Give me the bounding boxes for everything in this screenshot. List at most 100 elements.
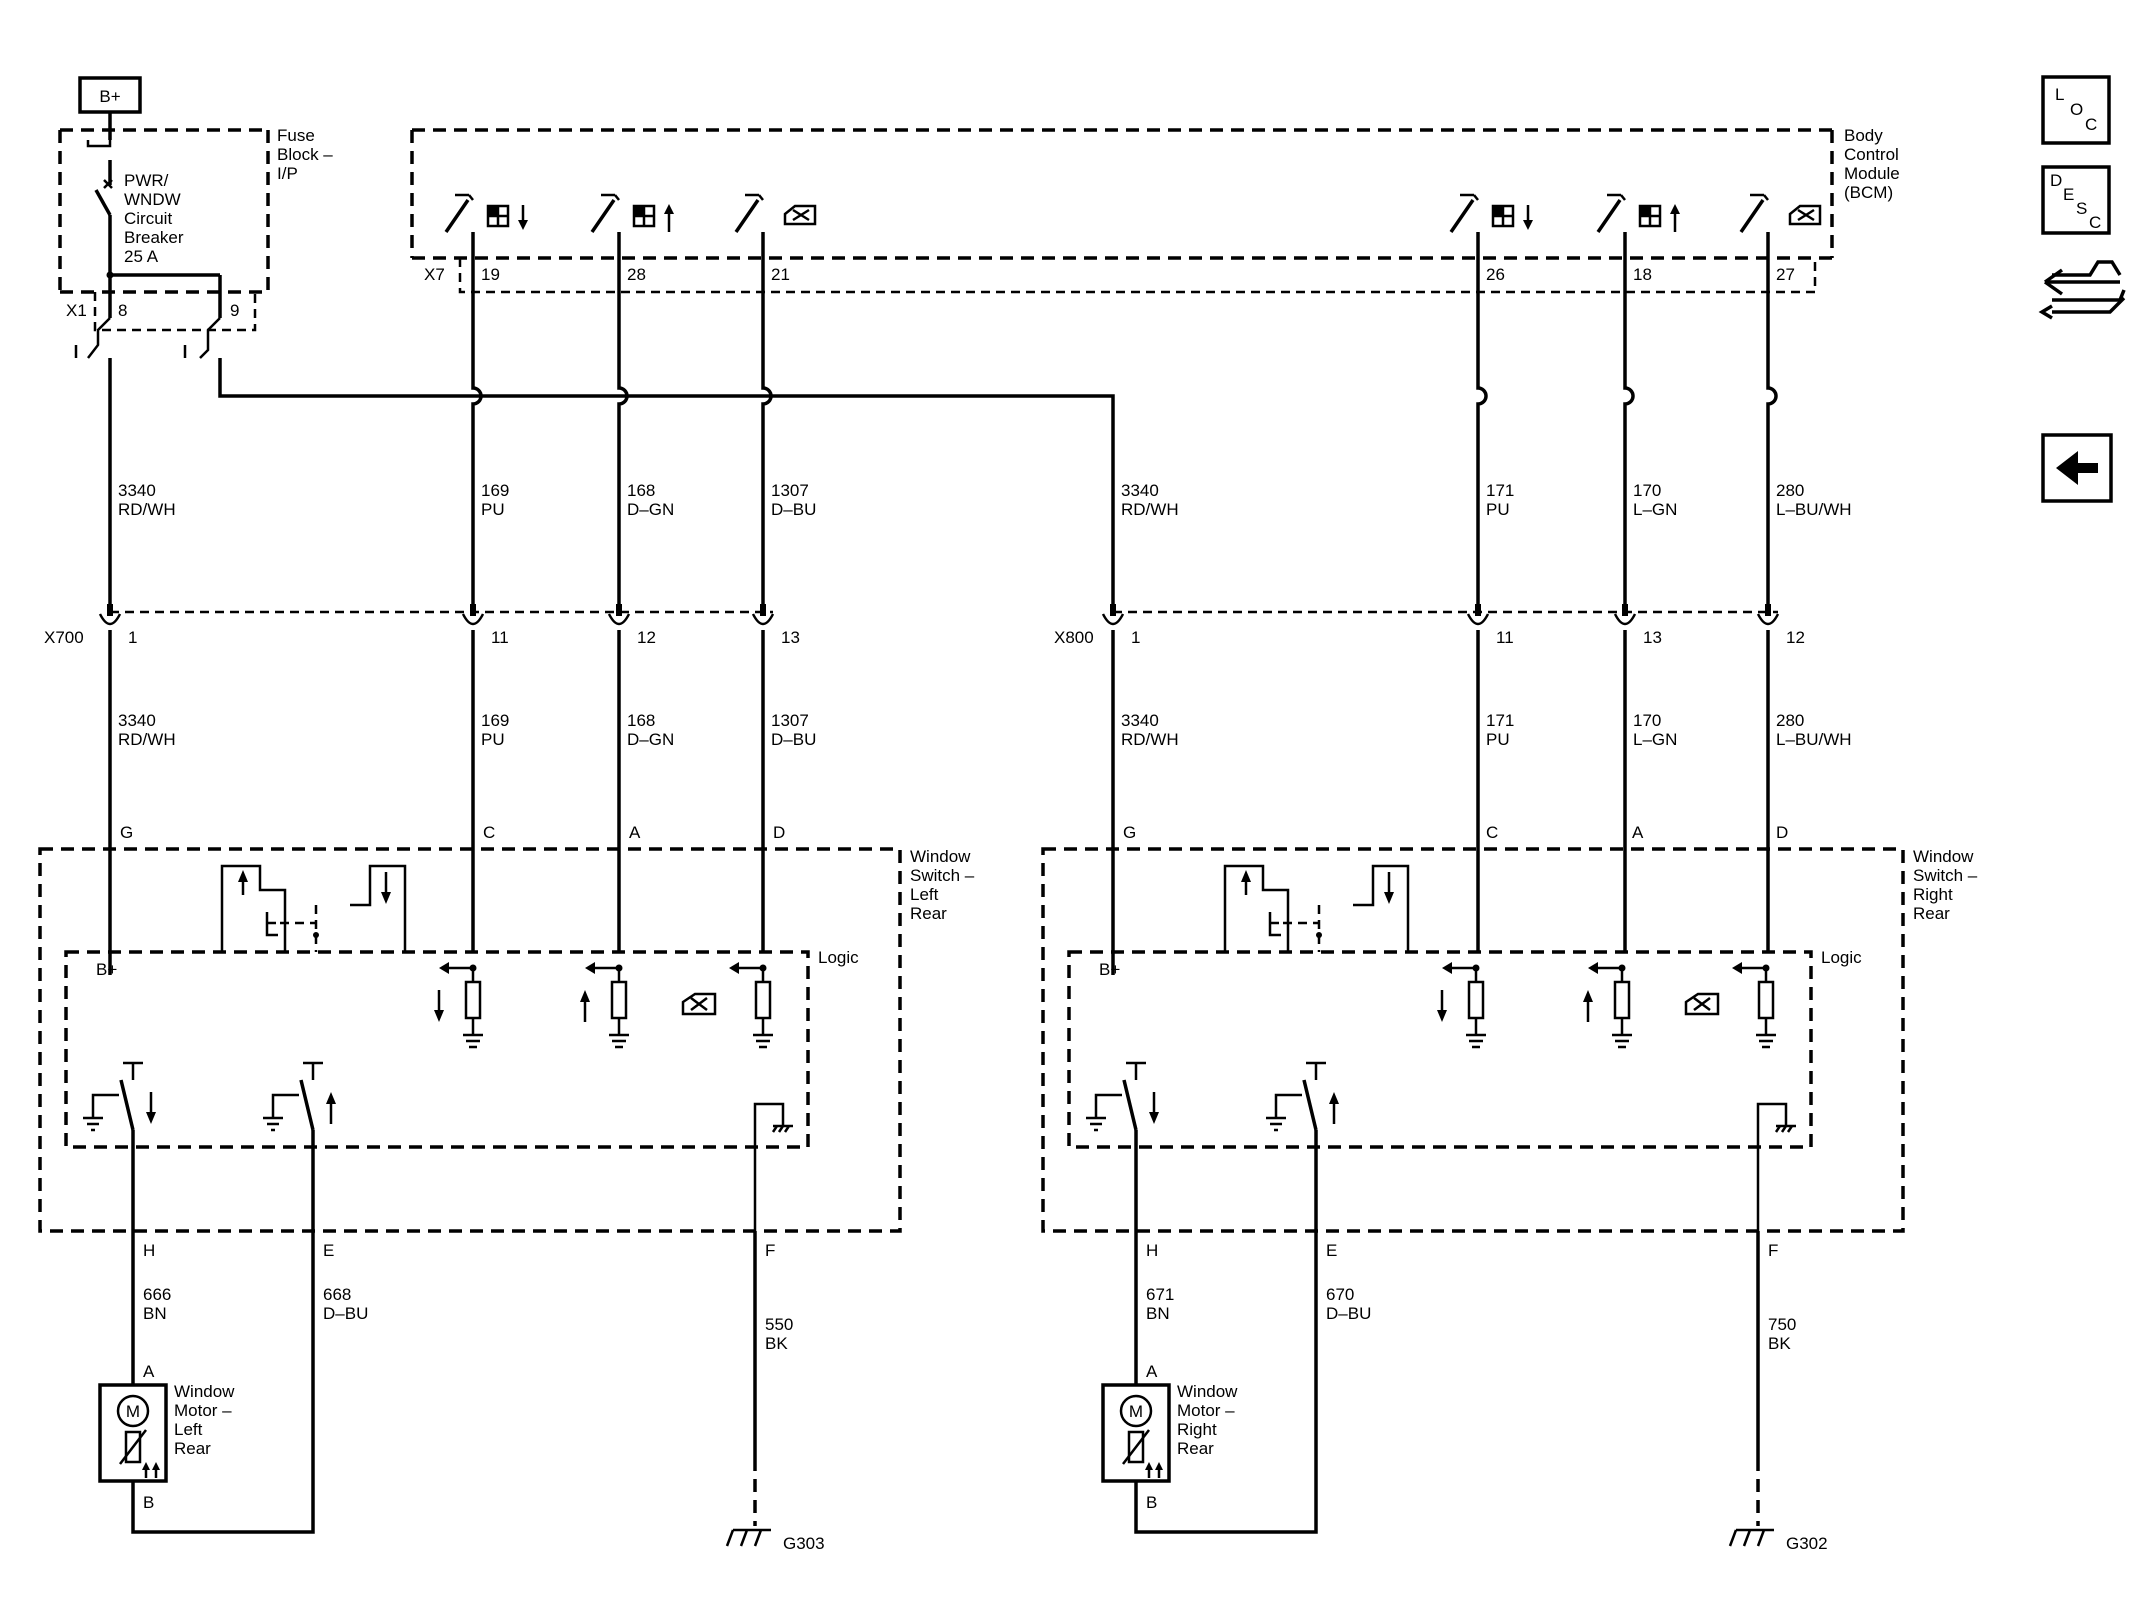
desc-button[interactable]: D E S C: [2041, 165, 2111, 235]
logic-label: Logic: [1821, 948, 1862, 967]
circuit-number: 171: [1486, 481, 1514, 500]
connector-end-view-icon[interactable]: [2038, 260, 2126, 320]
ground-icon: [1756, 1033, 1776, 1049]
circuit-number: 280: [1776, 481, 1804, 500]
window-lockout-icon: [1684, 992, 1720, 1016]
fuse-pin-9: 9: [230, 301, 239, 320]
ptc-thermistor: [1127, 1430, 1145, 1464]
circuit-number: 668: [323, 1285, 351, 1304]
switch-pin: E: [1326, 1241, 1337, 1260]
svg-text:D: D: [2050, 171, 2062, 190]
switch-pin: G: [120, 823, 133, 842]
resistor: [464, 980, 482, 1020]
wire-bcm-18: [1623, 236, 1635, 612]
motor-icon: [1119, 1394, 1153, 1428]
wire-bcm-21: [761, 236, 773, 612]
logic-label: Logic: [818, 948, 859, 967]
switch-detent: [265, 912, 278, 937]
bcm-switch-28: [590, 193, 674, 236]
switch-pin: C: [1486, 823, 1498, 842]
motor-title-line: Motor –: [1177, 1401, 1235, 1420]
wire-color: D–BU: [771, 730, 816, 749]
bcm-outline: [410, 128, 1834, 294]
output-switch-up: [263, 1061, 336, 1231]
back-button[interactable]: [2041, 433, 2113, 503]
wire-bcm-28: [617, 236, 629, 612]
circuit-breaker-label: PWR/ WNDW Circuit Breaker 25 A: [124, 171, 184, 266]
connector-name: X800: [1054, 628, 1094, 647]
wire-color: RD/WH: [1121, 500, 1179, 519]
switch-mechanism: [220, 864, 287, 952]
svg-text:Control: Control: [1844, 145, 1899, 164]
svg-text:I/P: I/P: [277, 164, 298, 183]
switch-pin: A: [1632, 823, 1644, 842]
wire-bcm-26: [1476, 236, 1488, 612]
wire-bcm-19: [471, 236, 483, 612]
motor-title-line: Right: [1177, 1420, 1217, 1439]
wire-color: PU: [481, 730, 505, 749]
connector-pin: 13: [1643, 628, 1662, 647]
switch-title-line: Switch –: [910, 866, 975, 885]
logic-ground: [753, 1102, 785, 1231]
up-arrow-head: [1241, 870, 1251, 882]
circuit-number: 550: [765, 1315, 793, 1334]
svg-text:C: C: [2089, 213, 2101, 232]
window-switch-icon: [486, 204, 510, 228]
svg-text:L: L: [2055, 85, 2064, 104]
fuse-block: [58, 112, 270, 359]
switch-mechanism: [350, 864, 407, 952]
svg-text:Body: Body: [1844, 126, 1883, 145]
svg-text:Circuit: Circuit: [124, 209, 172, 228]
circuit-number: 1307: [771, 481, 809, 500]
resistor: [1613, 980, 1631, 1020]
wire-motor-b: [131, 1231, 315, 1534]
down-arrow-head: [1384, 892, 1394, 904]
connector-pin: 12: [637, 628, 656, 647]
input-pullup-D: [681, 962, 773, 1049]
connector-pin: 13: [781, 628, 800, 647]
circuit-number: 168: [627, 711, 655, 730]
motor-title-line: Left: [174, 1420, 203, 1439]
wire-color: D–BU: [771, 500, 816, 519]
svg-text:WNDW: WNDW: [124, 190, 181, 209]
wire-color: BK: [765, 1334, 788, 1353]
fuse-pin-8: 8: [118, 301, 127, 320]
circuit-number: 170: [1633, 711, 1661, 730]
bcm-switch-27: [1739, 193, 1822, 236]
output-switch-down: [83, 1061, 156, 1231]
switch-pin: H: [1146, 1241, 1158, 1260]
circuit-number: 1307: [771, 711, 809, 730]
circuit-number: 280: [1776, 711, 1804, 730]
wire-color: RD/WH: [118, 500, 176, 519]
svg-text:Breaker: Breaker: [124, 228, 184, 247]
wire-color: BN: [1146, 1304, 1170, 1323]
svg-text:S: S: [2076, 199, 2087, 218]
resistor: [754, 980, 772, 1020]
chassis-ground-icon: [1774, 1124, 1796, 1133]
switch-pin: F: [1768, 1241, 1778, 1260]
switch-title-line: Window: [910, 847, 971, 866]
logic-outline: [64, 950, 810, 1149]
motor-symbol: M: [1129, 1402, 1143, 1421]
connector-name: X700: [44, 628, 84, 647]
logic-outline: [1067, 950, 1813, 1149]
window-switch-icon: [1491, 204, 1515, 228]
switch-pin: C: [483, 823, 495, 842]
wire-color: RD/WH: [1121, 730, 1179, 749]
loc-button[interactable]: L O C: [2041, 75, 2111, 145]
up-arrow-head: [238, 870, 248, 882]
motor-title-line: Motor –: [174, 1401, 232, 1420]
input-pullup-A: [1583, 962, 1632, 1049]
